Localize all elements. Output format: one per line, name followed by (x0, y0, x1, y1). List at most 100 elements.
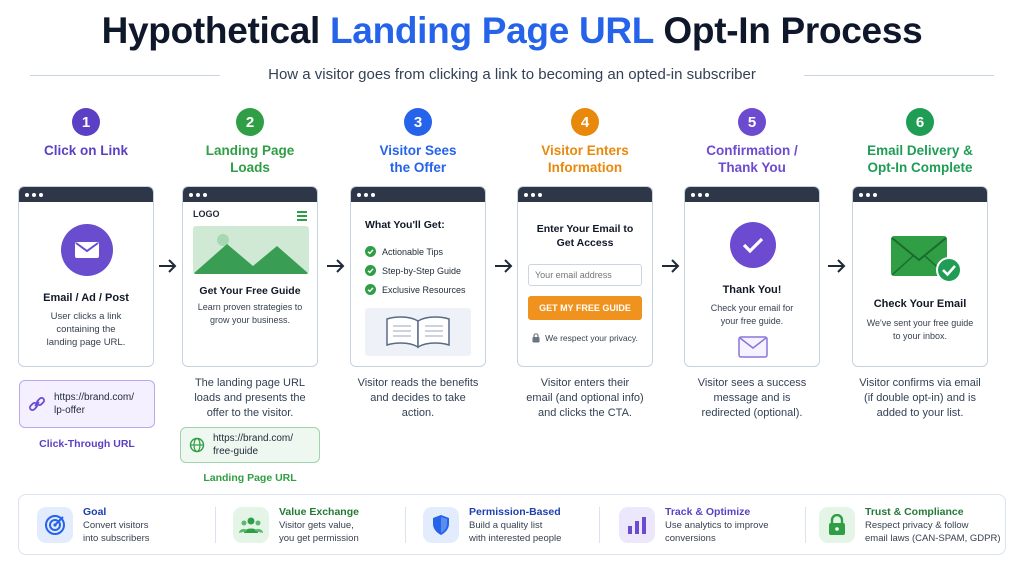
benefit-item: Actionable Tips (365, 242, 485, 261)
title-highlight: Landing Page URL (330, 10, 654, 51)
step-1: 1 Click on Link Email / Ad / Post User c… (6, 108, 166, 367)
desc-line: Visitor sees a success (697, 377, 807, 389)
title-part1: Hypothetical (101, 10, 321, 51)
step-number: 4 (571, 108, 599, 136)
footer-title: Track & Optimize (665, 506, 751, 518)
footer-text: conversions (665, 533, 716, 544)
step-label-line1: Landing Page (205, 143, 295, 158)
landing-page-url-box[interactable]: https://brand.com/ free-guide (180, 427, 320, 463)
card-title-line: Enter Your Email to (536, 223, 634, 235)
hero-image-icon (193, 226, 309, 274)
logo-text: LOGO (193, 209, 220, 219)
url-text: https://brand.com/ free-guide (213, 432, 293, 458)
envelope-outline-icon (738, 336, 768, 358)
step-label-line1: Visitor Sees (379, 143, 457, 158)
card-text: Learn proven strategies to grow your bus… (183, 301, 317, 327)
url-line: https://brand.com/ (213, 433, 294, 444)
step-label-line2: Opt-In Complete (867, 160, 973, 175)
footer-item-value-exchange: Value Exchange Visitor gets value, you g… (233, 503, 359, 547)
menu-icon[interactable] (297, 211, 307, 221)
browser-bar (518, 187, 652, 202)
card-text: We've sent your free guide to your inbox… (853, 317, 987, 343)
arrow-right-icon (662, 259, 680, 273)
check-circle-icon (365, 284, 376, 295)
card-text: Check your email for your free guide. (685, 302, 819, 328)
step-number: 3 (404, 108, 432, 136)
step-label-line2: Information (547, 160, 623, 175)
benefit-text: Step-by-Step Guide (382, 265, 462, 276)
desc-line: Visitor confirms via email (859, 377, 981, 389)
privacy-text: We respect your privacy. (545, 333, 638, 343)
step-number: 1 (72, 108, 100, 136)
email-input[interactable] (528, 264, 642, 286)
desc-line: action. (401, 407, 435, 419)
card-title-line: Get Access (556, 237, 614, 249)
step-6: 6 Email Delivery & Opt-In Complete Check… (840, 108, 1000, 419)
step-card: Check Your Email We've sent your free gu… (852, 186, 988, 367)
click-through-url-box[interactable]: https://brand.com/ lp-offer (19, 380, 155, 428)
footer-text: Convert visitors (83, 520, 149, 531)
get-guide-button[interactable]: GET MY FREE GUIDE (528, 296, 642, 320)
click-through-url-caption: Click-Through URL (39, 438, 135, 450)
subtitle: How a visitor goes from clicking a link … (268, 66, 756, 83)
step-label-line2: Loads (230, 160, 270, 175)
desc-line: and decides to take (370, 392, 466, 404)
card-title: Enter Your Email to Get Access (518, 222, 652, 250)
desc-line: and clicks the CTA. (538, 407, 632, 419)
step-label: Visitor Sees the Offer (338, 142, 498, 178)
footer-title: Goal (83, 506, 107, 518)
card-text-line: containing the (56, 324, 116, 335)
shield-icon (423, 507, 459, 543)
step-description: Visitor confirms via email (if double op… (840, 376, 1000, 421)
footer-item-track: Track & Optimize Use analytics to improv… (619, 503, 768, 547)
card-text-line: your free guide. (720, 316, 784, 326)
browser-bar (685, 187, 819, 202)
desc-line: redirected (optional). (701, 407, 803, 419)
desc-line: Visitor reads the benefits (357, 377, 479, 389)
footer-divider (405, 507, 406, 543)
arrow-right-icon (159, 259, 177, 273)
card-text: User clicks a link containing the landin… (19, 310, 153, 349)
step-description: Visitor reads the benefits and decides t… (338, 376, 498, 421)
desc-line: message and is (713, 392, 791, 404)
step-card: Email / Ad / Post User clicks a link con… (18, 186, 154, 367)
page-title: Hypothetical Landing Page URL Opt-In Pro… (0, 10, 1024, 52)
card-text-line: landing page URL. (46, 337, 126, 348)
benefit-item: Step-by-Step Guide (365, 261, 485, 280)
url-text: https://brand.com/ lp-offer (54, 391, 134, 417)
desc-line: Visitor enters their (540, 377, 630, 389)
step-4: 4 Visitor Enters Information Enter Your … (505, 108, 665, 419)
footer-text: Visitor gets value, (279, 520, 354, 531)
desc-line: added to your list. (876, 407, 964, 419)
email-sent-icon (891, 236, 962, 283)
bar-chart-icon (619, 507, 655, 543)
open-book-icon (365, 308, 471, 356)
subtitle-divider-left (30, 75, 220, 76)
step-number: 6 (906, 108, 934, 136)
footer-text: Build a quality list (469, 520, 543, 531)
step-card: What You'll Get: Actionable Tips Step-by… (350, 186, 486, 367)
desc-line: loads and presents the (194, 392, 306, 404)
arrow-right-icon (495, 259, 513, 273)
benefit-text: Exclusive Resources (382, 284, 466, 295)
footer-title: Value Exchange (279, 506, 359, 518)
landing-page-url-caption: Landing Page URL (203, 472, 297, 484)
principles-footer: Goal Convert visitors into subscribers V… (18, 494, 1006, 555)
benefit-text: Actionable Tips (382, 246, 444, 257)
check-circle-icon (365, 265, 376, 276)
browser-bar (19, 187, 153, 202)
url-line: https://brand.com/ (54, 392, 135, 403)
step-label-line2: Thank You (718, 160, 786, 175)
step-label-line1: Email Delivery & (867, 143, 973, 158)
target-icon (37, 507, 73, 543)
step-description: The landing page URL loads and presents … (170, 376, 330, 421)
card-text-line: Learn proven strategies to (197, 302, 303, 312)
envelope-icon (61, 224, 113, 276)
footer-text: with interested people (469, 533, 562, 544)
card-text-line: Check your email for (710, 303, 794, 313)
step-label-line2: the Offer (389, 160, 447, 175)
arrow-right-icon (327, 259, 345, 273)
card-title: What You'll Get: (365, 219, 445, 231)
step-label: Visitor Enters Information (505, 142, 665, 178)
browser-bar (853, 187, 987, 202)
